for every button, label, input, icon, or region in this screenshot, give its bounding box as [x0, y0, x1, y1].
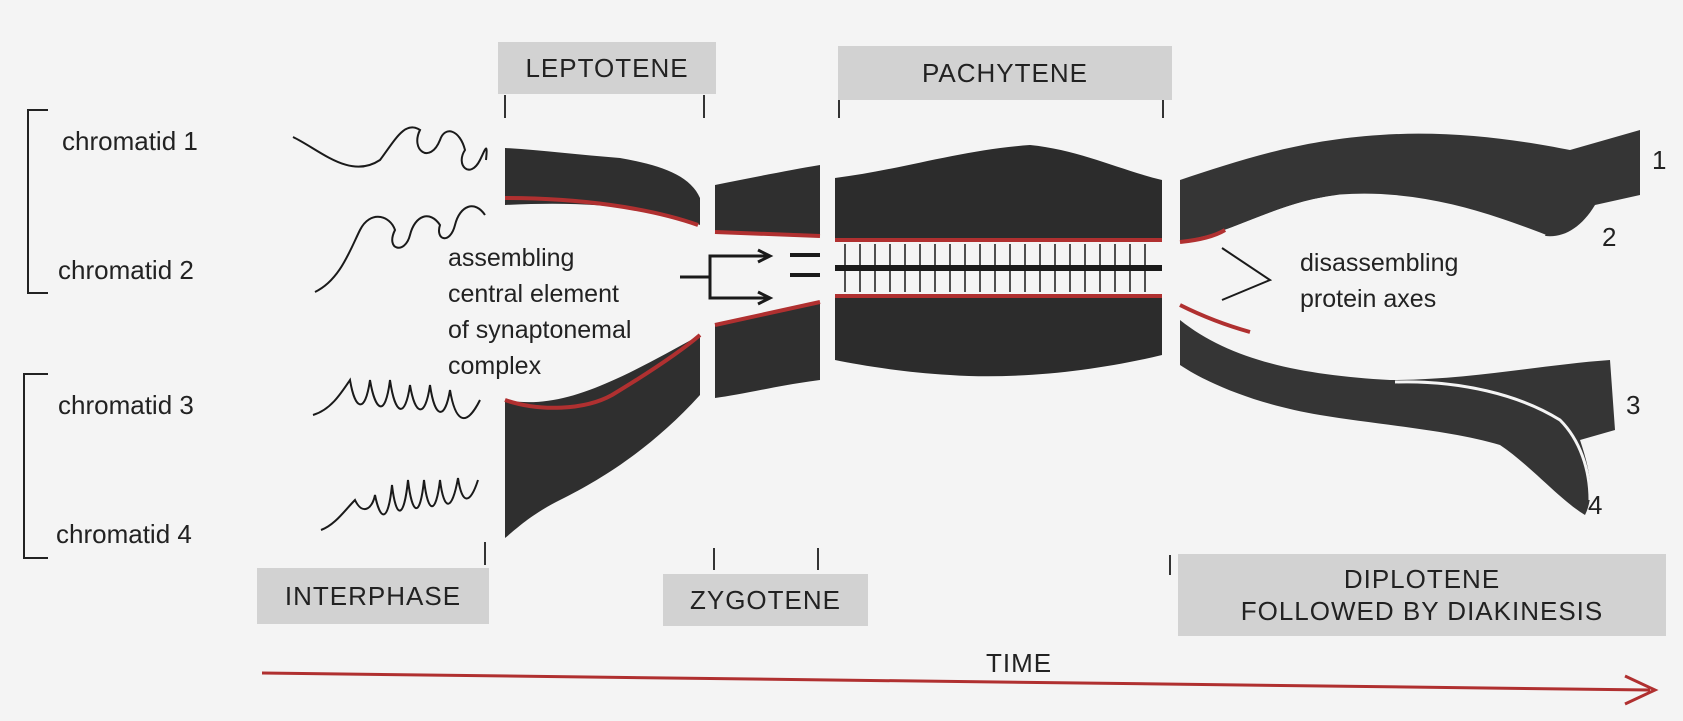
chromatid-number-3: 3 — [1626, 390, 1640, 421]
time-label: TIME — [986, 648, 1052, 679]
diplotene-strands — [1180, 130, 1640, 515]
bracket-chromatids-3-4 — [24, 374, 48, 558]
chromatid-2-label: chromatid 2 — [58, 255, 194, 286]
stage-zygotene: ZYGOTENE — [663, 574, 868, 626]
leptotene-top-strand — [505, 148, 700, 225]
chromatid-number-1: 1 — [1652, 145, 1666, 176]
chromatid-number-2: 2 — [1602, 222, 1616, 253]
chromatid-1-label: chromatid 1 — [62, 126, 198, 157]
chromatid-3-label: chromatid 3 — [58, 390, 194, 421]
stage-diplotene-line2: FOLLOWED BY DIAKINESIS — [1241, 595, 1604, 627]
time-arrow — [262, 673, 1655, 704]
note-central-element-line1: assembling — [448, 240, 631, 276]
stage-interphase: INTERPHASE — [257, 568, 489, 624]
note-central-element-line2: central element — [448, 276, 631, 312]
pachytene-complex — [835, 145, 1162, 376]
zygotene-strands — [715, 165, 820, 398]
note-protein-axes: disassembling protein axes — [1300, 245, 1458, 317]
note-central-element-line3: of synaptonemal — [448, 312, 631, 348]
chromatid-4-label: chromatid 4 — [56, 519, 192, 550]
chromatid-number-4: 4 — [1588, 490, 1602, 521]
stage-diplotene: DIPLOTENE FOLLOWED BY DIAKINESIS — [1178, 554, 1666, 636]
note-protein-axes-line2: protein axes — [1300, 281, 1458, 317]
stage-leptotene: LEPTOTENE — [498, 42, 716, 94]
note-central-element-line4: complex — [448, 348, 631, 384]
note-central-element: assembling central element of synaptonem… — [448, 240, 631, 384]
stage-diplotene-line1: DIPLOTENE — [1344, 563, 1500, 595]
note-protein-axes-line1: disassembling — [1300, 245, 1458, 281]
stage-pachytene: PACHYTENE — [838, 46, 1172, 100]
bracket-chromatids-1-2 — [28, 110, 48, 293]
assembling-arrow — [680, 250, 770, 304]
